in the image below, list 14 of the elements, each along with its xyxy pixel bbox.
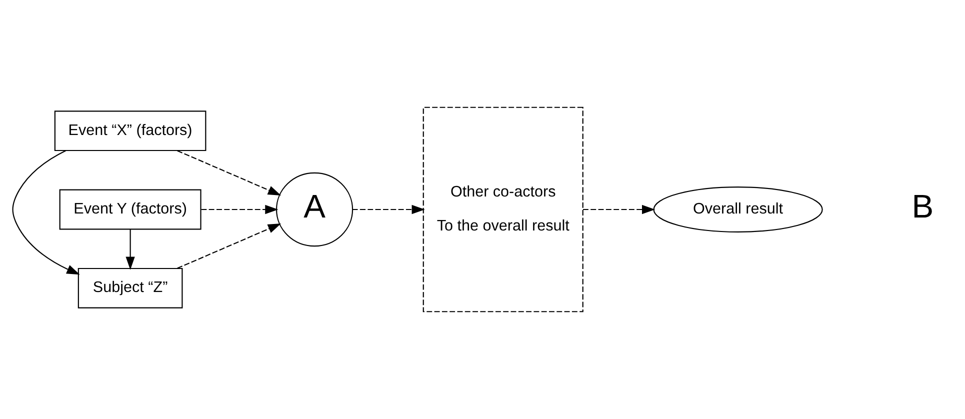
arrow xyxy=(177,150,282,196)
node-box: Other co-actors To the overall result xyxy=(422,106,584,312)
node-ellipse: Overall result xyxy=(653,186,823,232)
arrow xyxy=(583,204,656,214)
arrow xyxy=(12,150,80,275)
arrow xyxy=(201,204,278,214)
arrow xyxy=(126,229,135,270)
node-box: Event Y (factors) xyxy=(59,189,202,230)
node-box: Subject “Z” xyxy=(78,268,183,308)
arrow xyxy=(177,223,282,269)
node-circle: A xyxy=(276,172,354,247)
label: B xyxy=(912,188,934,225)
node-box: Event “X” (factors) xyxy=(54,110,206,152)
arrow xyxy=(352,204,425,214)
